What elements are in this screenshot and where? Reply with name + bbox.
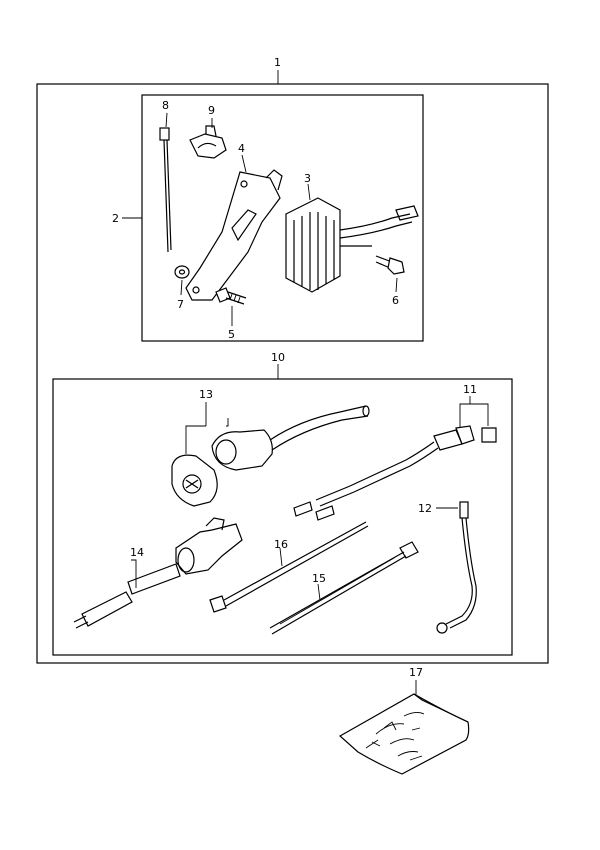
leader-14 [131, 559, 137, 588]
callout-3: 3 [304, 172, 311, 185]
bracket-part-4 [185, 169, 283, 301]
rectifier-part-3 [285, 197, 419, 293]
callout-5: 5 [228, 328, 235, 341]
leader-15 [317, 583, 321, 601]
leader-13 [185, 418, 229, 454]
callout-9: 9 [208, 104, 215, 117]
callout-10: 10 [271, 351, 285, 364]
clamp-part-9 [189, 125, 227, 159]
leader-7 [180, 279, 183, 296]
leader-8 [165, 112, 168, 128]
callout-16: 16 [274, 538, 288, 551]
kit-frame [36, 83, 549, 664]
callout-8: 8 [162, 99, 169, 112]
callout-2: 2 [112, 212, 119, 225]
callout-6: 6 [392, 294, 399, 307]
leader-6 [395, 277, 398, 293]
callout-1: 1 [274, 56, 281, 69]
leader-4 [241, 154, 247, 173]
connector-part-13 [171, 405, 370, 507]
parts-bag-part-17 [338, 693, 470, 775]
harness-assembly-frame [52, 378, 513, 656]
callout-4: 4 [238, 142, 245, 155]
callout-14: 14 [130, 546, 144, 559]
cable-tie-part-15 [269, 541, 419, 635]
cable-tie-part-8 [159, 127, 172, 253]
plug-part-14 [73, 517, 243, 629]
washer-part-7 [174, 265, 190, 279]
bracket-assembly-frame [141, 94, 424, 342]
callout-13: 13 [199, 388, 213, 401]
leader-11 [459, 403, 489, 428]
ground-wire-part-12 [436, 501, 477, 634]
callout-15: 15 [312, 572, 326, 585]
cable-tie-part-16 [209, 521, 369, 613]
leader-16 [279, 547, 283, 567]
screw-part-5 [215, 287, 247, 305]
callout-12: 12 [418, 502, 432, 515]
bolt-part-6 [375, 255, 405, 275]
callout-17: 17 [409, 666, 423, 679]
callout-11: 11 [463, 383, 477, 396]
fuse-lead-part-11 [293, 425, 497, 521]
callout-7: 7 [177, 298, 184, 311]
leader-3 [307, 183, 311, 201]
